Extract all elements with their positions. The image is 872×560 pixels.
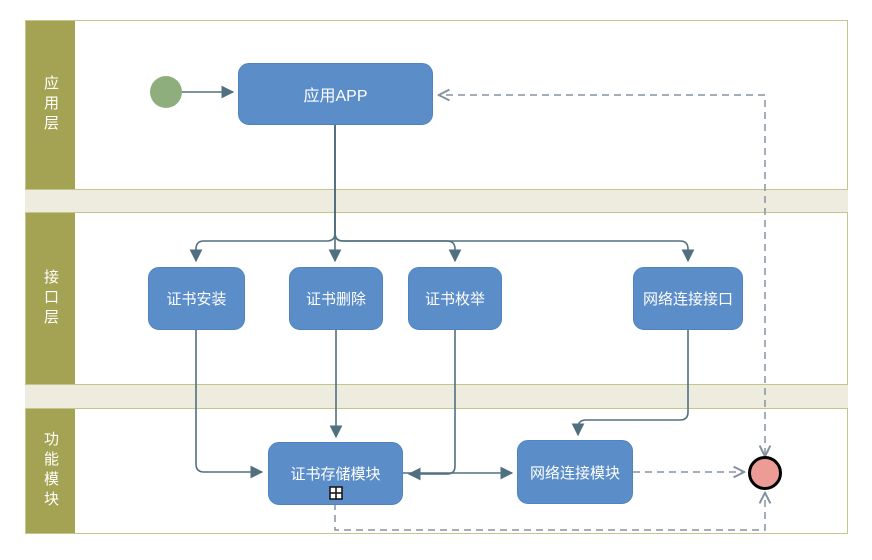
lane-label-application-layer: 应用层 [42, 75, 59, 135]
node-label: 网络连接接口 [642, 291, 733, 308]
node-cert-enum: 证书枚举 [408, 267, 502, 330]
end-event-circle [748, 456, 782, 490]
start-event-circle [150, 76, 182, 108]
flow-net-interface-to-net-module [571, 330, 689, 437]
node-net-module: 网络连接模块 [517, 440, 633, 504]
dashed-end-to-app [440, 95, 765, 455]
node-label: 证书枚举 [424, 291, 485, 308]
subprocess-marker-icon [328, 486, 343, 500]
lane-header-application-layer: 应用层 [26, 21, 75, 189]
flow-cert-install-to-storage [195, 330, 264, 479]
dashed-storage-to-end [334, 494, 765, 531]
node-cert-storage: 证书存储模块 [268, 442, 403, 505]
node-label: 证书删除 [305, 291, 366, 308]
node-label: 网络连接模块 [529, 464, 620, 482]
lane-label-function-module: 功能模块 [42, 431, 59, 511]
node-net-interface: 网络连接接口 [633, 267, 743, 330]
lane-header-function-module: 功能模块 [26, 409, 75, 533]
node-app: 应用APP [238, 63, 433, 125]
node-cert-delete: 证书删除 [289, 267, 383, 330]
lane-header-interface-layer: 接口层 [26, 213, 75, 384]
lane-label-interface-layer: 接口层 [42, 268, 59, 329]
node-label: 证书安装 [166, 291, 227, 308]
node-cert-install: 证书安装 [148, 267, 245, 330]
node-label: 证书存储模块 [290, 466, 381, 483]
node-label: 应用APP [303, 88, 368, 105]
flow-app-to-cert-install [189, 125, 336, 263]
flow-app-to-net-interface [334, 125, 695, 263]
flow-cert-enum-to-storage [407, 330, 456, 481]
